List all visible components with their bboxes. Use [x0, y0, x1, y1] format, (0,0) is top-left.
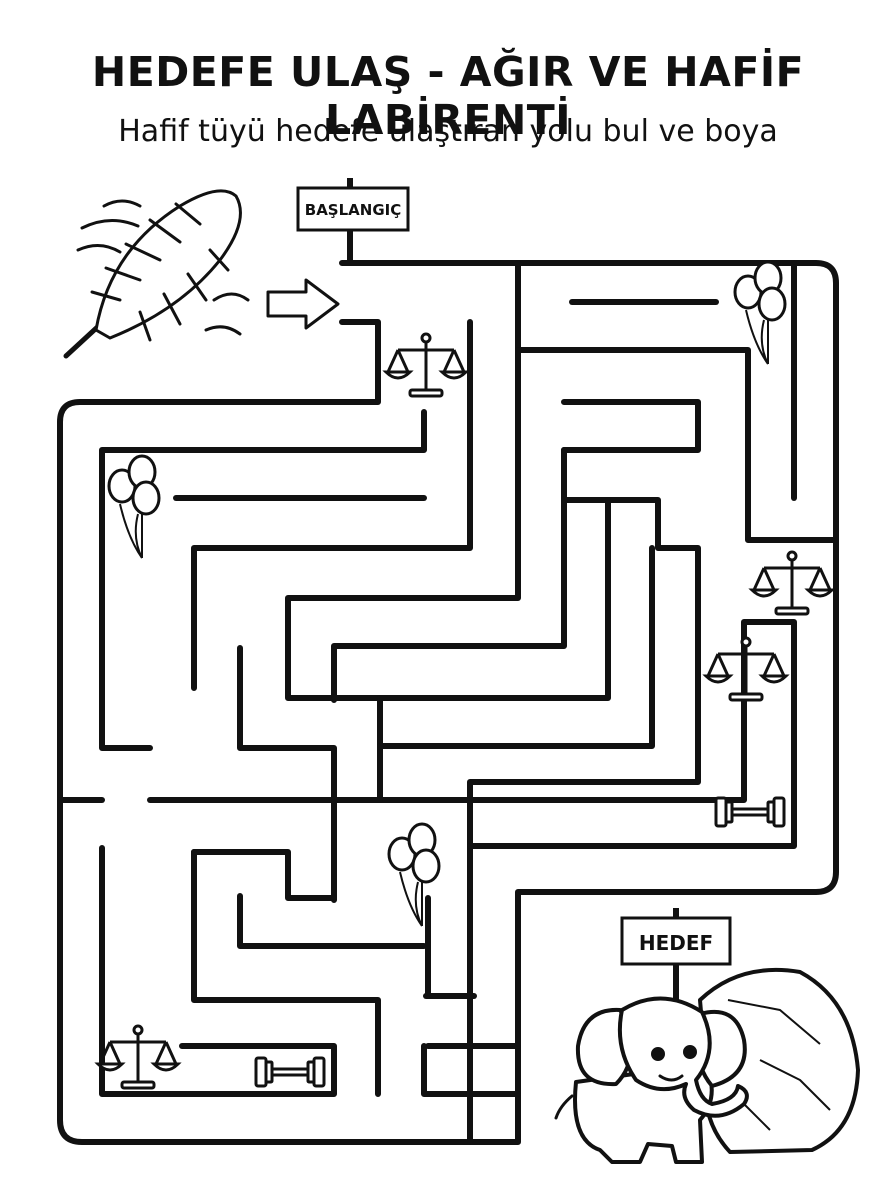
- balloons-icon: [387, 822, 441, 928]
- scale-icon: [750, 550, 834, 616]
- scale-icon: [96, 1024, 180, 1090]
- start-sign: BAŞLANGIÇ: [296, 178, 410, 262]
- arrow-right-icon: [266, 278, 340, 330]
- dumbbell-icon: [254, 1056, 326, 1088]
- scale-icon: [384, 332, 468, 398]
- page-subtitle: Hafif tüyü hedefe ulaştıran yolu bul ve …: [118, 114, 778, 149]
- elephant-icon: [554, 996, 749, 1164]
- page-title: HEDEFE ULAŞ - AĞIR VE HAFİF LABİRENTİ: [91, 48, 805, 144]
- balloons-icon: [107, 454, 161, 560]
- maze-walls: [57, 260, 839, 1145]
- start-sign-label: BAŞLANGIÇ: [305, 201, 401, 219]
- goal-sign: HEDEF: [620, 908, 732, 1000]
- feather-icon: [63, 189, 250, 359]
- scale-icon: [704, 636, 788, 702]
- goal-sign-label: HEDEF: [639, 931, 713, 955]
- dumbbell-icon: [714, 796, 786, 828]
